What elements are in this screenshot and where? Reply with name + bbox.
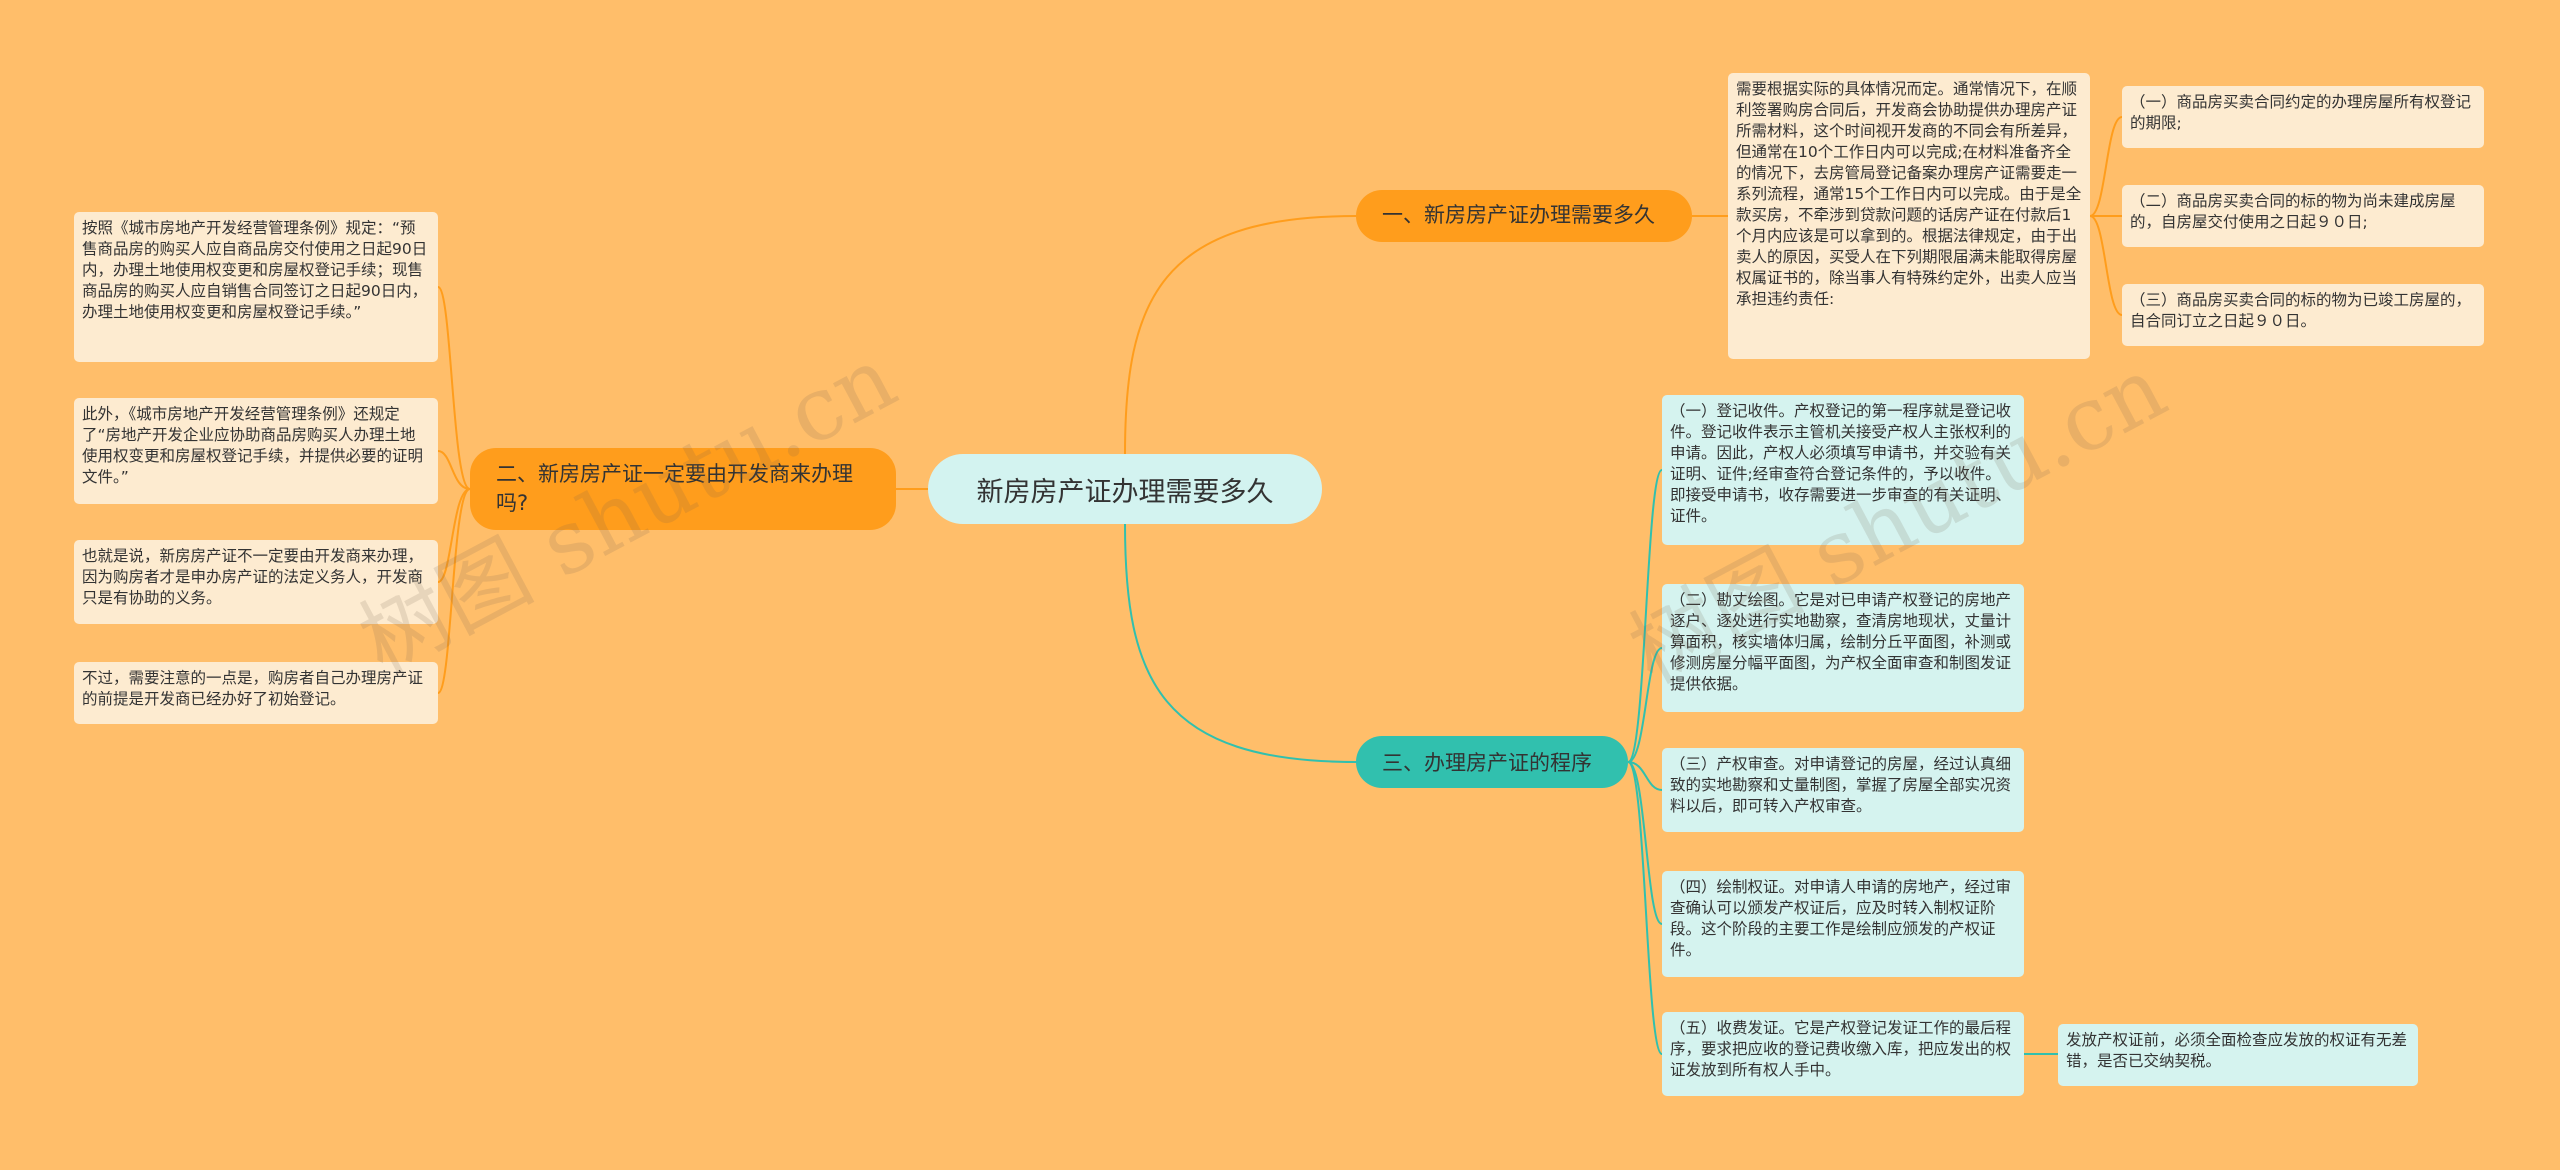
branch-3-item-4-text: （四）绘制权证。对申请人申请的房地产，经过审查确认可以颁发产权证后，应及时转入制… xyxy=(1670,878,2012,959)
branch-2-item-4-text: 不过，需要注意的一点是，购房者自己办理房产证的前提是开发商已经办好了初始登记。 xyxy=(82,669,424,708)
branch-3-item-4[interactable]: （四）绘制权证。对申请人申请的房地产，经过审查确认可以颁发产权证后，应及时转入制… xyxy=(1662,871,2024,977)
link-b3-item1 xyxy=(1627,469,1663,763)
branch-3-item-5-extra-text: 发放产权证前，必须全面检查应发放的权证有无差错，是否已交纳契税。 xyxy=(2066,1031,2408,1070)
branch-1-subitem-2[interactable]: （二）商品房买卖合同的标的物为尚未建成房屋的，自房屋交付使用之日起９０日; xyxy=(2122,185,2484,247)
branch-2-item-1[interactable]: 按照《城市房地产开发经营管理条例》规定：“预售商品房的购买人应自商品房交付使用之… xyxy=(74,212,438,362)
branch-2-item-2-text: 此外，《城市房地产开发经营管理条例》还规定了“房地产开发企业应协助商品房购买人办… xyxy=(82,405,424,486)
branch-3-item-2[interactable]: （二）勘丈绘图。它是对已申请产权登记的房地产逐户、逐处进行实地勘察，查清房地现状… xyxy=(1662,584,2024,712)
link-b3-item4 xyxy=(1627,761,1663,925)
branch-3-item-5-extra[interactable]: 发放产权证前，必须全面检查应发放的权证有无差错，是否已交纳契税。 xyxy=(2058,1024,2418,1086)
branch-1-subitem-3-text: （三）商品房买卖合同的标的物为已竣工房屋的，自合同订立之日起９０日。 xyxy=(2130,291,2472,330)
root-topic-label: 新房房产证办理需要多久 xyxy=(976,476,1274,508)
link-root-b1 xyxy=(1124,215,1357,455)
branch-2-item-2[interactable]: 此外，《城市房地产开发经营管理条例》还规定了“房地产开发企业应协助商品房购买人办… xyxy=(74,398,438,504)
branch-3[interactable]: 三、办理房产证的程序 xyxy=(1356,736,1628,788)
link-b2-item1 xyxy=(437,286,471,490)
link-b3-item3 xyxy=(1627,761,1663,791)
link-b3-item5 xyxy=(1627,761,1663,1055)
branch-3-item-3-text: （三）产权审查。对申请登记的房屋，经过认真细致的实地勘察和丈量制图，掌握了房屋全… xyxy=(1670,755,2012,815)
branch-3-item-3[interactable]: （三）产权审查。对申请登记的房屋，经过认真细致的实地勘察和丈量制图，掌握了房屋全… xyxy=(1662,748,2024,832)
branch-3-label: 三、办理房产证的程序 xyxy=(1382,751,1592,775)
branch-1-detail-text: 需要根据实际的具体情况而定。通常情况下，在顺利签署购房合同后，开发商会协助提供办… xyxy=(1736,80,2082,308)
link-b2-item3 xyxy=(437,488,471,583)
branch-1-subitem-1-text: （一）商品房买卖合同约定的办理房屋所有权登记的期限; xyxy=(2130,93,2472,132)
link-b2-item2 xyxy=(437,450,471,490)
branch-3-item-1-text: （一）登记收件。产权登记的第一程序就是登记收件。登记收件表示主管机关接受产权人主… xyxy=(1670,402,2012,525)
branch-1-subitem-2-text: （二）商品房买卖合同的标的物为尚未建成房屋的，自房屋交付使用之日起９０日; xyxy=(2130,192,2456,231)
branch-2-item-3[interactable]: 也就是说，新房房产证不一定要由开发商来办理，因为购房者才是申办房产证的法定义务人… xyxy=(74,540,438,624)
branch-1-subitem-3[interactable]: （三）商品房买卖合同的标的物为已竣工房屋的，自合同订立之日起９０日。 xyxy=(2122,284,2484,346)
branch-2-item-4[interactable]: 不过，需要注意的一点是，购房者自己办理房产证的前提是开发商已经办好了初始登记。 xyxy=(74,662,438,724)
branch-2-item-3-text: 也就是说，新房房产证不一定要由开发商来办理，因为购房者才是申办房产证的法定义务人… xyxy=(82,547,424,607)
branch-3-item-2-text: （二）勘丈绘图。它是对已申请产权登记的房地产逐户、逐处进行实地勘察，查清房地现状… xyxy=(1670,591,2012,693)
branch-1-subitem-1[interactable]: （一）商品房买卖合同约定的办理房屋所有权登记的期限; xyxy=(2122,86,2484,148)
link-detail-sub1 xyxy=(2089,116,2123,217)
branch-1[interactable]: 一、新房房产证办理需要多久 xyxy=(1356,190,1692,242)
link-b3-item2 xyxy=(1627,647,1663,763)
link-detail-sub3 xyxy=(2089,215,2123,316)
branch-3-item-1[interactable]: （一）登记收件。产权登记的第一程序就是登记收件。登记收件表示主管机关接受产权人主… xyxy=(1662,395,2024,545)
branch-2-item-1-text: 按照《城市房地产开发经营管理条例》规定：“预售商品房的购买人应自商品房交付使用之… xyxy=(82,219,428,321)
link-b2-item4 xyxy=(437,488,471,694)
branch-2[interactable]: 二、新房房产证一定要由开发商来办理吗? xyxy=(470,448,896,530)
branch-2-label: 二、新房房产证一定要由开发商来办理吗? xyxy=(496,461,853,515)
branch-1-detail[interactable]: 需要根据实际的具体情况而定。通常情况下，在顺利签署购房合同后，开发商会协助提供办… xyxy=(1728,73,2090,359)
branch-3-item-5-text: （五）收费发证。它是产权登记发证工作的最后程序，要求把应收的登记费收缴入库，把应… xyxy=(1670,1019,2012,1079)
link-root-b3 xyxy=(1124,523,1357,763)
branch-1-label: 一、新房房产证办理需要多久 xyxy=(1382,203,1655,228)
branch-3-item-5[interactable]: （五）收费发证。它是产权登记发证工作的最后程序，要求把应收的登记费收缴入库，把应… xyxy=(1662,1012,2024,1096)
root-topic[interactable]: 新房房产证办理需要多久 xyxy=(928,454,1322,524)
